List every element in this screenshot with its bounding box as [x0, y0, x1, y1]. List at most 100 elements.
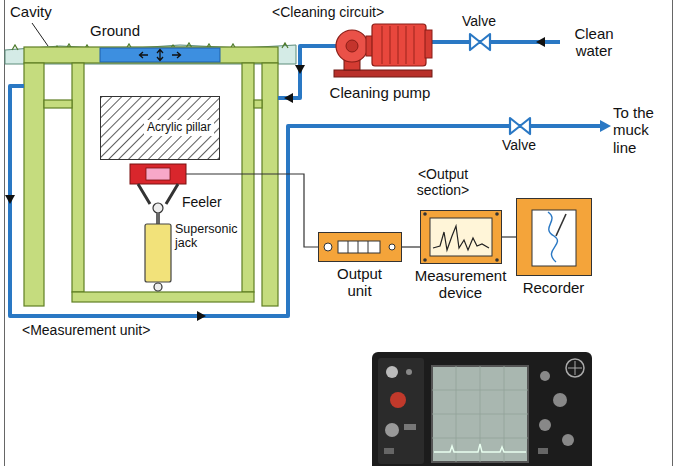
valve-label: Valve — [502, 137, 542, 153]
box-text: Output unit — [328, 265, 392, 300]
cleaning-pump — [372, 24, 426, 66]
box-text: Acrylic pillar — [144, 120, 214, 136]
pump-label: Cleaning pump — [320, 84, 440, 101]
oscilloscope-photo — [539, 419, 551, 431]
measurement-device-drawing — [433, 226, 489, 250]
flow-arrows — [536, 37, 545, 47]
oscilloscope-photo — [562, 434, 574, 446]
section-title: <Cleaning circuit> — [272, 4, 412, 20]
feeler-and-jack — [156, 213, 160, 224]
oscilloscope-photo — [434, 444, 526, 452]
measurement-device-drawing — [423, 258, 427, 262]
measurement-device-drawing — [420, 210, 502, 264]
feeler-and-jack — [153, 203, 163, 213]
valve-label: Valve — [462, 13, 502, 29]
measurement-frame — [262, 63, 278, 306]
oscilloscope-photo — [406, 369, 412, 375]
oscilloscope-photo — [432, 366, 528, 462]
pillar-box: Acrylic pillar — [100, 96, 220, 160]
oscilloscope-photo — [378, 358, 424, 464]
water-pipes — [278, 46, 336, 98]
recorder-box: Recorder — [516, 198, 592, 276]
oscilloscope-photo — [568, 361, 582, 375]
measurement-device-drawing — [430, 218, 492, 256]
measurement-device-drawing — [420, 210, 502, 264]
ground — [5, 45, 296, 64]
cleaning-pump — [334, 24, 432, 77]
measurement-frame — [24, 63, 44, 306]
water-pipes — [10, 42, 600, 316]
flow-arrows — [5, 37, 545, 321]
feeler-and-jack — [145, 224, 171, 282]
box-caption: Measurement device — [409, 267, 513, 302]
oscilloscope-photo — [540, 371, 550, 381]
measurement-frame — [72, 292, 254, 302]
cleaning-pump — [336, 30, 368, 62]
measurement-frame — [44, 100, 72, 108]
measurement-frame — [254, 100, 262, 108]
inlet-label: Clean water — [566, 25, 622, 60]
valve-symbol — [470, 34, 530, 134]
feeler-and-jack — [138, 184, 178, 204]
recorder-drawing — [548, 212, 557, 262]
water-chamber — [100, 48, 220, 62]
oscilloscope-photo — [390, 392, 406, 408]
box-text: Recorder — [514, 279, 594, 296]
measurement-frame — [72, 63, 84, 292]
oscilloscope-photo — [566, 359, 584, 377]
measurement-frame — [24, 47, 278, 63]
recorder-drawing — [556, 214, 566, 236]
part-label: Supersonic jack — [175, 222, 241, 251]
oscilloscope-photo — [386, 366, 398, 378]
oscilloscope-photo — [432, 366, 528, 462]
measurement-device-drawing — [423, 212, 427, 216]
box-caption: Output unit — [328, 265, 392, 300]
section-title: <Output section> — [398, 166, 488, 198]
cavity-label: Cavity — [10, 3, 70, 20]
leader-line — [32, 23, 48, 46]
ground-label: Ground — [90, 22, 160, 39]
recorder-drawing — [516, 198, 592, 276]
flow-arrows — [295, 65, 305, 74]
output-unit-drawing — [348, 241, 368, 253]
flow-arrows — [197, 311, 206, 321]
measurement-device-drawing — [495, 258, 499, 262]
pipe-arrowhead — [600, 120, 611, 132]
measurement-frame — [242, 63, 254, 292]
feeler-and-jack — [154, 283, 162, 291]
oscilloscope-photo — [372, 352, 592, 466]
signal-connector — [402, 246, 420, 247]
measurement-device-box: Measurement device — [420, 210, 502, 264]
water-chamber — [100, 48, 220, 62]
output-unit-drawing — [318, 232, 402, 262]
flow-arrows — [5, 195, 15, 204]
output-unit-drawing — [324, 243, 332, 251]
signal-wire — [186, 174, 318, 247]
signal-connector — [502, 236, 516, 237]
cleaning-pump — [346, 40, 358, 52]
oscilloscope-photo — [384, 448, 394, 454]
ground — [5, 43, 296, 64]
output-unit-drawing — [389, 244, 395, 250]
oscilloscope-photo — [385, 423, 399, 437]
oscilloscope-photo — [538, 448, 548, 454]
cleaning-pump — [334, 70, 432, 77]
cleaning-pump — [382, 26, 414, 64]
output-unit-drawing — [318, 232, 402, 262]
feeler-and-jack — [130, 164, 186, 184]
recorder-drawing — [532, 210, 576, 266]
recorder-drawing — [516, 198, 592, 276]
measurement-device-drawing — [495, 212, 499, 216]
oscilloscope-photo — [553, 393, 567, 407]
cleaning-pump — [425, 30, 432, 58]
part-label: Feeler — [182, 194, 238, 210]
feeler-and-jack — [146, 168, 170, 180]
output-unit-box: Output unit — [318, 232, 402, 262]
flow-arrows — [284, 93, 293, 103]
output-unit-drawing — [338, 241, 380, 253]
measurement-frame — [24, 47, 278, 306]
box-caption: Recorder — [514, 279, 594, 296]
